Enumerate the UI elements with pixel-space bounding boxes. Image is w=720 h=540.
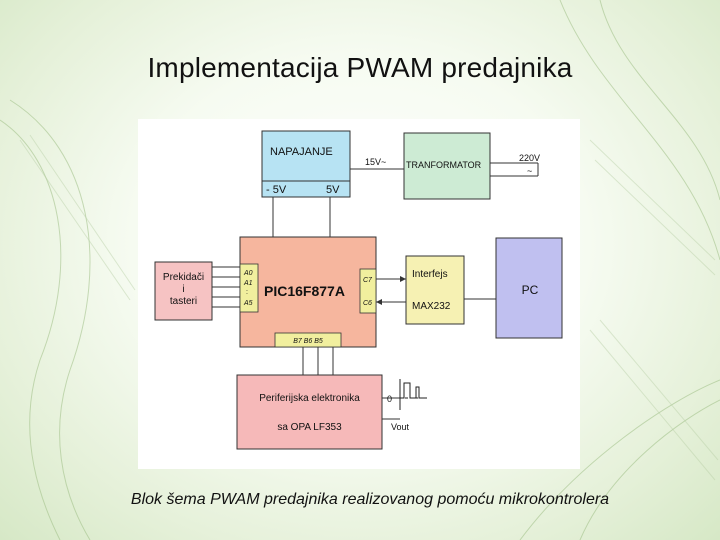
interfejs-label-line2: MAX232 <box>412 301 451 312</box>
prekidaci-label-line2: i <box>182 284 184 295</box>
pins-b-label: B7 B6 B5 <box>293 338 323 345</box>
pin-a5: A5 <box>243 300 253 307</box>
pin-a0: A0 <box>243 270 253 277</box>
napajanje-plus5: 5V <box>326 184 340 196</box>
napajanje-minus5: - 5V <box>266 184 287 196</box>
diagram-caption: Blok šema PWAM predajnika realizovanog p… <box>130 491 610 508</box>
interfejs-block <box>405 255 465 325</box>
vout-label: Vout <box>391 422 410 432</box>
slide-title: Implementacija PWAM predajnika <box>147 52 573 83</box>
pins-b-block <box>274 332 342 348</box>
mains-voltage-label: 220V <box>519 153 540 163</box>
pc-block <box>495 237 563 339</box>
pic-label: PIC16F877A <box>264 283 345 299</box>
pins-a-block <box>239 263 259 313</box>
block-diagram: NAPAJANJE - 5V 5V 15V~ TRANFORMATOR 220V… <box>138 119 580 469</box>
napajanje-label: NAPAJANJE <box>270 146 333 158</box>
periferijska-block <box>236 374 383 450</box>
napajanje-block <box>261 130 351 198</box>
pin-colon: : <box>246 289 248 296</box>
voltage-15-label: 15V~ <box>365 157 386 167</box>
mains-ac-symbol: ~ <box>527 166 532 176</box>
tranformator-block <box>403 132 491 200</box>
periferijska-label-line1: Periferijska elektronika <box>259 393 360 404</box>
pin-a1: A1 <box>243 280 253 287</box>
prekidaci-label-line3: tasteri <box>170 296 197 307</box>
signal-zero-label: 0 <box>387 394 392 404</box>
pc-label: PC <box>522 283 539 297</box>
pic-block <box>239 236 377 348</box>
pwm-waveform <box>399 379 427 410</box>
pin-c7: C7 <box>363 277 373 284</box>
prekidaci-block <box>154 261 213 321</box>
connection-lines <box>212 162 539 420</box>
prekidaci-label-line1: Prekidači <box>163 272 204 283</box>
tranformator-label: TRANFORMATOR <box>406 160 482 170</box>
interfejs-label-line1: Interfejs <box>412 269 448 280</box>
pins-c-block <box>359 268 377 314</box>
pin-c6: C6 <box>363 300 372 307</box>
periferijska-label-line2: sa OPA LF353 <box>277 422 342 433</box>
